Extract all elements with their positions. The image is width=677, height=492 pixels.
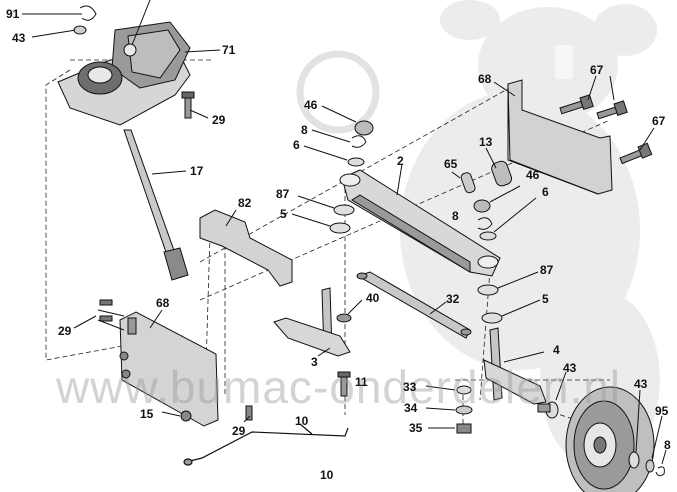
callout-15: 15 [140, 407, 154, 421]
bracket-82 [199, 209, 293, 287]
washers-87-5-right [477, 271, 541, 324]
copyright-watermark-icon [296, 50, 380, 134]
steering-shaft-17 [123, 129, 189, 281]
bolt-11 [337, 371, 351, 397]
callout-5-right: 5 [542, 292, 549, 306]
bolt-67-c [619, 142, 653, 165]
callout-91: 91 [6, 7, 20, 21]
callout-35: 35 [409, 421, 423, 435]
pin-65 [451, 171, 476, 194]
callout-8-bottom: 8 [664, 438, 671, 452]
cap-46-right [473, 185, 521, 213]
callout-4: 4 [553, 343, 560, 357]
callout-17: 17 [190, 164, 204, 178]
washer-6-top [303, 145, 365, 167]
bolt-29-top [181, 91, 209, 119]
bolt-67-b [596, 100, 628, 120]
callout-82: 82 [238, 196, 252, 210]
callout-8-top: 8 [301, 123, 308, 137]
callout-95: 95 [655, 404, 669, 418]
callout-43-right: 43 [634, 377, 648, 391]
wheel-hardware-43-95-8 [537, 371, 667, 477]
washer-6-right [479, 197, 537, 241]
callout-29-bottom: 29 [232, 424, 246, 438]
callout-33: 33 [403, 380, 417, 394]
callout-13: 13 [479, 135, 493, 149]
callout-87-left: 87 [276, 187, 290, 201]
spindle-3 [273, 287, 363, 357]
hardware-stack-33-34-35 [425, 385, 473, 434]
front-pivot-bar-2 [339, 163, 501, 277]
callout-43-top: 43 [12, 31, 26, 45]
callout-67-a: 67 [590, 63, 604, 77]
screws-29-left [99, 299, 113, 322]
callout-5-left: 5 [280, 207, 287, 221]
callout-46-top: 46 [304, 98, 318, 112]
watermark-text: www.bumac-onderdelen.nl [55, 361, 622, 413]
axle-bracket-68-right [493, 75, 655, 195]
callout-3: 3 [311, 355, 318, 369]
callout-71: 71 [222, 43, 236, 57]
drag-link-10 [183, 423, 349, 466]
callout-34: 34 [404, 401, 418, 415]
callout-29-left: 29 [58, 324, 72, 338]
bushing-13 [485, 147, 513, 187]
callout-67-b: 67 [652, 114, 666, 128]
callout-6-top: 6 [293, 138, 300, 152]
clip-8-top [311, 129, 367, 148]
callout-10-bottom: 10 [320, 468, 334, 482]
steering-plate-68-left [73, 309, 219, 427]
front-wheel [565, 386, 655, 492]
callout-43-middle: 43 [563, 361, 577, 375]
callout-2: 2 [397, 154, 404, 168]
callout-29-top: 29 [212, 113, 226, 127]
washers-87-5-left [291, 195, 355, 234]
tie-rod-32 [356, 271, 472, 339]
steering-gear-assembly [22, 0, 221, 126]
callout-65: 65 [444, 157, 458, 171]
cap-46-top [321, 105, 374, 136]
callout-68-right: 68 [478, 72, 492, 86]
callout-46-right: 46 [526, 168, 540, 182]
callout-11: 11 [355, 375, 368, 389]
callout-68-left: 68 [156, 296, 170, 310]
callout-87-right: 87 [540, 263, 554, 277]
screw-29-bottom [243, 405, 253, 423]
callout-10-rod: 10 [295, 414, 309, 428]
callout-6-right: 6 [542, 185, 549, 199]
bolt-67-a [559, 94, 594, 115]
spindle-4 [483, 327, 547, 405]
callout-40: 40 [366, 291, 380, 305]
clip-8-right [477, 217, 493, 230]
callout-32: 32 [446, 292, 460, 306]
callout-8-right: 8 [452, 209, 459, 223]
